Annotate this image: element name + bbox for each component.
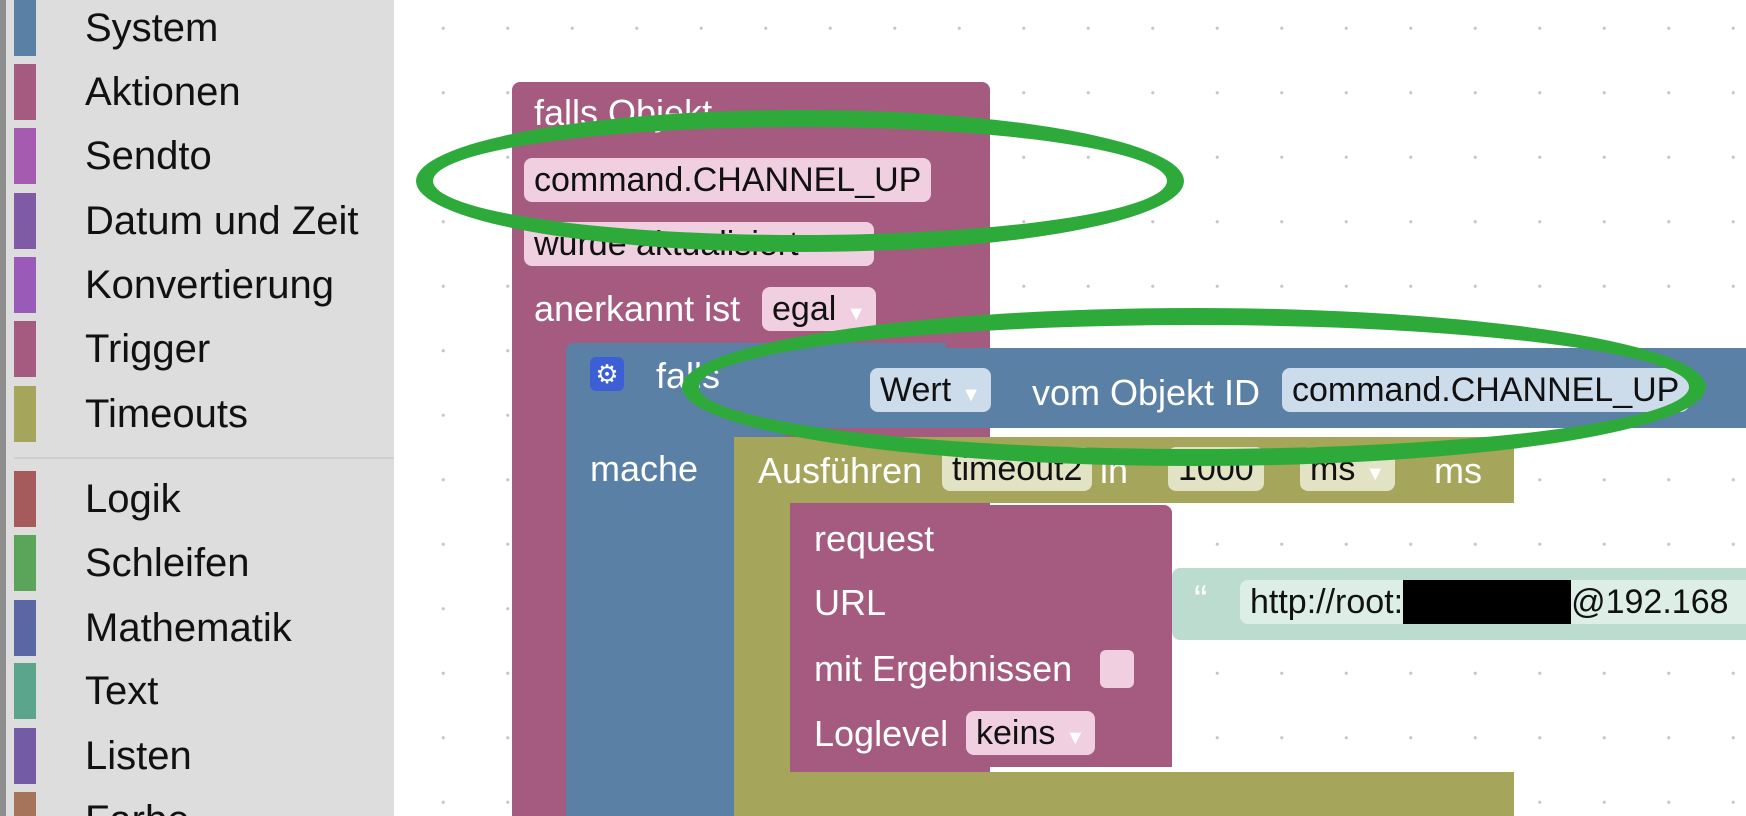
category-label: Listen bbox=[85, 733, 192, 778]
category-label: Timeouts bbox=[85, 391, 249, 436]
trigger-event-value: wurde aktualisiert bbox=[534, 225, 799, 263]
category-konvertierung[interactable]: Konvertierung bbox=[14, 257, 394, 313]
category-color-swatch bbox=[14, 128, 36, 184]
category-system[interactable]: System bbox=[14, 0, 394, 56]
chevron-down-icon: ▼ bbox=[1365, 463, 1386, 485]
results-checkbox[interactable] bbox=[1100, 650, 1134, 688]
request-title: request bbox=[814, 518, 935, 559]
url-prefix: http://root: bbox=[1250, 583, 1404, 621]
category-separator bbox=[14, 457, 394, 459]
timeout-unit: ms bbox=[1310, 450, 1356, 488]
category-schleifen[interactable]: Schleifen bbox=[14, 535, 394, 591]
category-color-swatch bbox=[14, 535, 36, 591]
category-label: System bbox=[85, 5, 219, 50]
category-color-swatch bbox=[14, 663, 36, 719]
category-color-swatch bbox=[14, 792, 36, 816]
category-color-swatch bbox=[14, 0, 36, 56]
sidebar-edge bbox=[0, 0, 6, 816]
category-label: Aktionen bbox=[85, 69, 241, 114]
timeout-label: Ausführen bbox=[758, 450, 923, 491]
chevron-down-icon: ▼ bbox=[1065, 727, 1086, 749]
category-color-swatch bbox=[14, 386, 36, 442]
category-color-swatch bbox=[14, 471, 36, 527]
blockly-workspace[interactable]: falls Objekt command.CHANNEL_UP wurde ak… bbox=[394, 0, 1746, 816]
value-label: vom Objekt ID bbox=[1032, 372, 1261, 413]
timeout-block-footer bbox=[734, 772, 1514, 816]
loglevel-label: Loglevel bbox=[814, 713, 949, 754]
category-color-swatch bbox=[14, 193, 36, 249]
ack-value: egal bbox=[772, 290, 837, 328]
results-label: mit Ergebnissen bbox=[814, 648, 1073, 689]
loglevel-dropdown[interactable]: keins ▼ bbox=[966, 711, 1096, 755]
category-label: Text bbox=[85, 668, 159, 713]
redacted-region bbox=[1403, 580, 1572, 624]
category-label: Sendto bbox=[85, 133, 212, 178]
timeout-unit-label: ms bbox=[1434, 450, 1482, 491]
category-mathematik[interactable]: Mathematik bbox=[14, 600, 394, 656]
category-color-swatch bbox=[14, 600, 36, 656]
category-label: Datum und Zeit bbox=[85, 198, 359, 243]
category-logik[interactable]: Logik bbox=[14, 471, 394, 527]
timeout-name-field[interactable]: timeout2 bbox=[942, 447, 1093, 491]
category-color-swatch bbox=[14, 257, 36, 313]
category-trigger[interactable]: Trigger bbox=[14, 321, 394, 377]
category-farbe[interactable]: Farbe bbox=[14, 792, 394, 816]
loglevel-value: keins bbox=[976, 714, 1056, 752]
category-color-swatch bbox=[14, 64, 36, 120]
category-color-swatch bbox=[14, 728, 36, 784]
category-sendto[interactable]: Sendto bbox=[14, 128, 394, 184]
do-label: mache bbox=[590, 448, 699, 489]
trigger-event-dropdown[interactable]: wurde aktualisiert bbox=[524, 222, 874, 266]
url-suffix: @192.168 bbox=[1571, 583, 1729, 621]
chevron-down-icon: ▼ bbox=[961, 384, 981, 406]
value-type: Wert bbox=[880, 371, 952, 409]
value-object-id-field[interactable]: command.CHANNEL_UP bbox=[1282, 368, 1690, 412]
url-text-field[interactable]: http://root: @192.168 bbox=[1240, 580, 1746, 624]
category-label: Schleifen bbox=[85, 540, 250, 585]
category-label: Logik bbox=[85, 476, 181, 521]
timeout-block-body bbox=[734, 437, 790, 816]
chevron-down-icon: ▼ bbox=[846, 303, 867, 325]
category-color-swatch bbox=[14, 321, 36, 377]
category-datum-und-zeit[interactable]: Datum und Zeit bbox=[14, 193, 394, 249]
value-type-dropdown[interactable]: Wert ▼ bbox=[870, 368, 991, 412]
timeout-delay-field[interactable]: 1000 bbox=[1168, 447, 1264, 491]
timeout-in-label: in bbox=[1100, 450, 1129, 491]
category-label: Farbe bbox=[85, 798, 190, 816]
category-text[interactable]: Text bbox=[14, 663, 394, 719]
gear-icon[interactable]: ⚙ bbox=[590, 357, 624, 391]
ack-dropdown[interactable]: egal ▼ bbox=[762, 287, 877, 331]
category-listen[interactable]: Listen bbox=[14, 728, 394, 784]
quote-icon: “ bbox=[1194, 578, 1208, 622]
if-keyword: falls bbox=[656, 355, 721, 396]
url-label: URL bbox=[814, 582, 887, 623]
category-timeouts[interactable]: Timeouts bbox=[14, 386, 394, 442]
category-aktionen[interactable]: Aktionen bbox=[14, 64, 394, 120]
category-label: Mathematik bbox=[85, 605, 292, 650]
category-label: Trigger bbox=[85, 326, 211, 371]
ack-label: anerkannt ist bbox=[534, 288, 741, 329]
category-label: Konvertierung bbox=[85, 262, 335, 307]
trigger-header: falls Objekt bbox=[534, 92, 713, 133]
timeout-unit-dropdown[interactable]: ms ▼ bbox=[1300, 447, 1396, 491]
trigger-object-id-field[interactable]: command.CHANNEL_UP bbox=[524, 158, 932, 202]
